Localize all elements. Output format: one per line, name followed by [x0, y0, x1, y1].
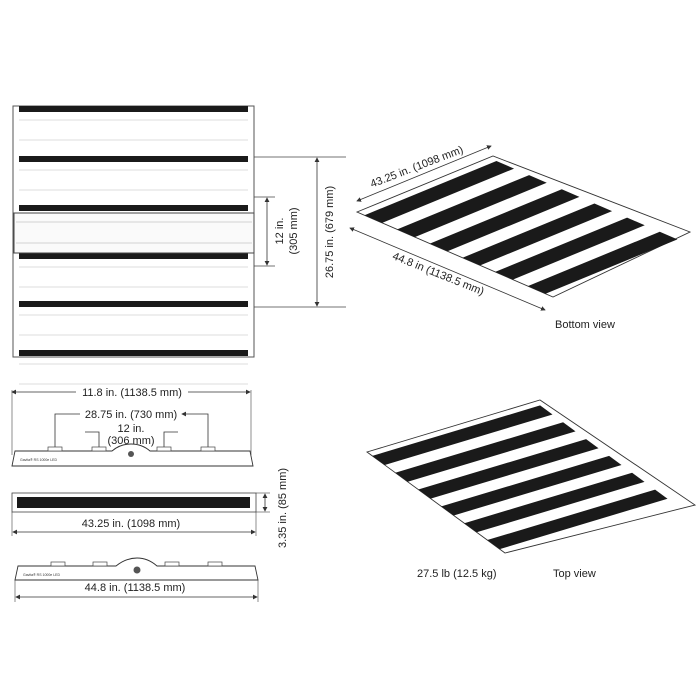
led-bar [19, 106, 248, 112]
product-label-2: Gavita® RS 1000e LED [23, 573, 60, 577]
front-led-bar [17, 497, 250, 508]
plan-height-dim: 26.75 in. (679 mm) [324, 186, 336, 278]
hanger-bracket [164, 561, 180, 567]
led-bar [487, 489, 668, 550]
hanger-bracket [91, 446, 107, 452]
outer-hanger-dim: 28.75 in. (730 mm) [85, 409, 177, 421]
inner-hanger-dim-1: 12 in. [118, 423, 145, 435]
led-bar [19, 156, 248, 162]
led-bar [397, 175, 547, 238]
hanger-bracket [50, 561, 66, 567]
hanger-bracket [92, 561, 108, 567]
front-height-dim: 3.35 in. (85 mm) [277, 468, 289, 548]
top-view-iso: 27.5 lb (12.5 kg) Top view [366, 399, 697, 580]
top-view-caption: Top view [553, 568, 596, 580]
side-view-hangers: 11.8 in. (1138.5 mm) 28.75 in. (730 mm) … [11, 387, 254, 467]
led-bar [441, 455, 622, 516]
hanger-bracket [47, 446, 63, 452]
led-bar [464, 472, 645, 533]
plan-center-dim-1: 12 in. [274, 218, 286, 245]
plan-view: 12 in. (305 mm) 26.75 in. (679 mm) [12, 105, 346, 385]
led-bar [19, 350, 248, 356]
plan-center-channel [13, 212, 255, 254]
product-label-1: Gavita® RS 1000e LED [20, 458, 57, 462]
bottom-view-caption: Bottom view [555, 319, 615, 331]
bottom-view-iso: 43.25 in. (1098 mm) 44.8 in (1138.5 mm) … [349, 144, 692, 331]
front-view: 43.25 in. (1098 mm) 3.35 in. (85 mm) [11, 468, 289, 548]
led-bar [372, 405, 553, 465]
hanger-bracket [200, 446, 216, 452]
led-bar [395, 422, 576, 482]
weight-label: 27.5 lb (12.5 kg) [417, 568, 497, 580]
hanger-bracket [156, 446, 172, 452]
plan-center-dim-2: (305 mm) [288, 207, 300, 254]
inner-hanger-dim-2: (306 mm) [107, 435, 154, 447]
front-width-dim: 43.25 in. (1098 mm) [82, 518, 180, 530]
led-bar [19, 205, 248, 211]
bottom-length-dim: 44.8 in. (1138.5 mm) [85, 582, 186, 594]
led-bar [19, 253, 248, 259]
led-bar [19, 301, 248, 307]
led-bar [418, 439, 599, 499]
led-bar [527, 231, 678, 294]
side-view-bottom: Gavita® RS 1000e LED 44.8 in. (1138.5 mm… [14, 557, 259, 602]
overall-dim: 11.8 in. (1138.5 mm) [82, 387, 182, 399]
hanger-bracket [207, 561, 223, 567]
